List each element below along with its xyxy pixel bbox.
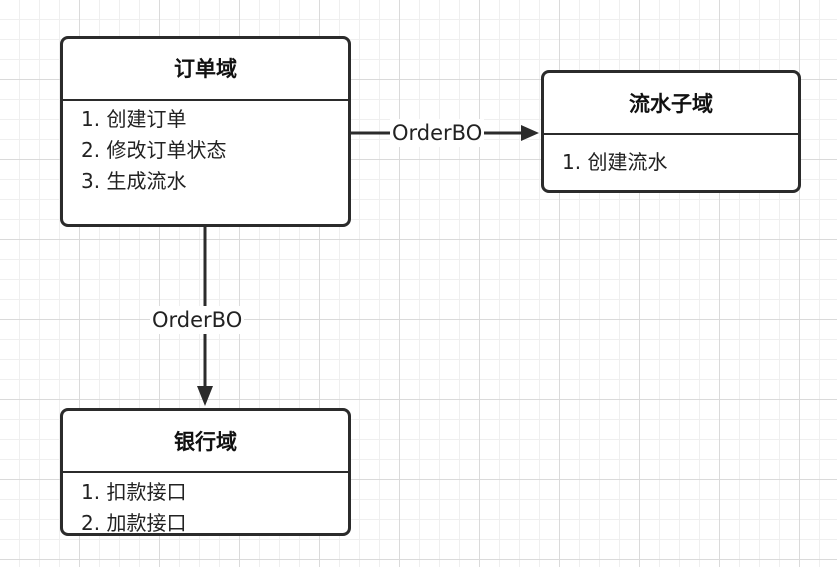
flow-subdomain-box: 流水子域 1. 创建流水	[541, 70, 801, 193]
order-domain-items: 1. 创建订单 2. 修改订单状态 3. 生成流水	[63, 101, 348, 197]
order-domain-item: 3. 生成流水	[81, 169, 187, 193]
bank-domain-box: 银行域 1. 扣款接口 2. 加款接口	[60, 408, 351, 536]
arrowhead-right-icon	[521, 125, 539, 141]
bank-domain-item: 1. 扣款接口	[81, 480, 187, 504]
arrowhead-down-icon	[197, 386, 213, 406]
bank-domain-items: 1. 扣款接口 2. 加款接口	[63, 473, 348, 535]
order-domain-item: 1. 创建订单	[81, 107, 187, 131]
flow-subdomain-title: 流水子域	[544, 73, 798, 135]
bank-domain-title: 银行域	[63, 411, 348, 473]
bank-domain-item: 2. 加款接口	[81, 511, 187, 535]
edge-label-order-to-flow: OrderBO	[390, 119, 485, 147]
order-domain-box: 订单域 1. 创建订单 2. 修改订单状态 3. 生成流水	[60, 36, 351, 227]
flow-subdomain-item: 1. 创建流水	[562, 150, 668, 174]
edge-label-order-to-bank: OrderBO	[150, 306, 245, 334]
order-domain-item: 2. 修改订单状态	[81, 138, 227, 162]
order-domain-title: 订单域	[63, 39, 348, 101]
flow-subdomain-items: 1. 创建流水	[544, 135, 798, 178]
